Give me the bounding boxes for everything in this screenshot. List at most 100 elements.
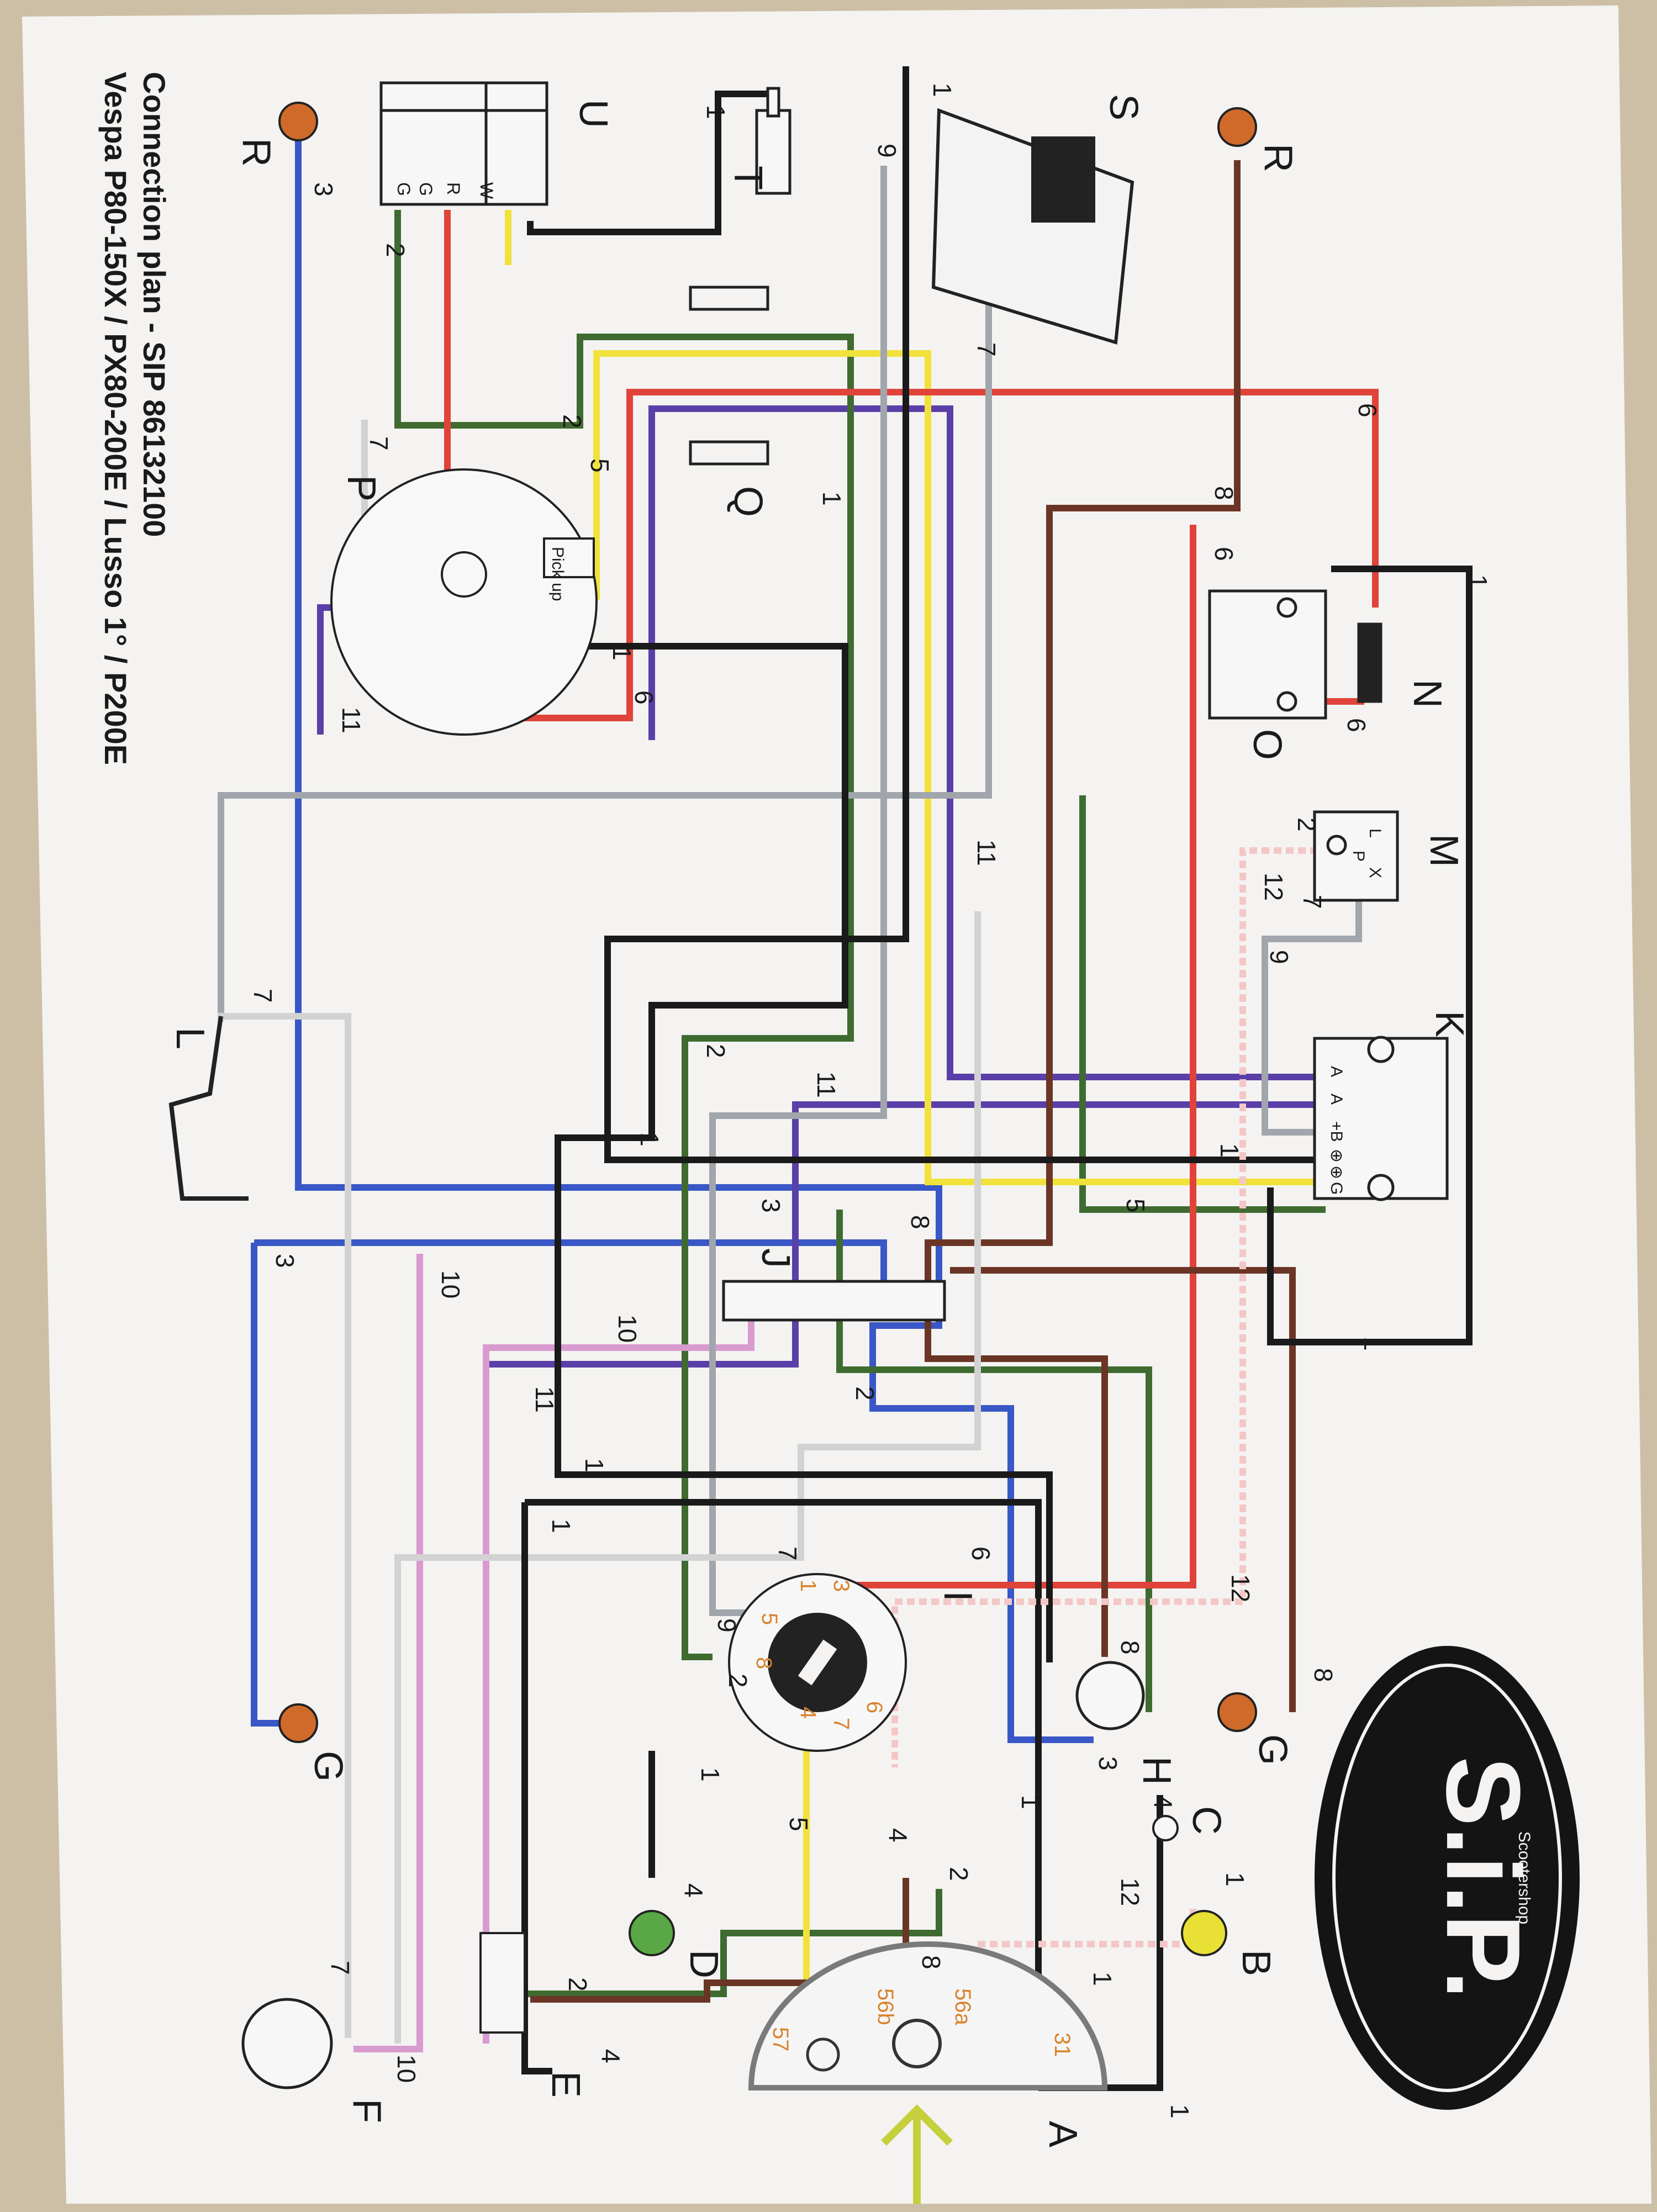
label-u: U <box>571 99 615 128</box>
wire-num-2f: 2 <box>724 1673 752 1688</box>
wire-num-7b: 7 <box>972 342 1001 357</box>
spark-plug-t <box>755 87 791 195</box>
wire-num-7a: 7 <box>365 436 393 451</box>
label-h: H <box>1134 1756 1179 1785</box>
ign-terminal-8: 8 <box>752 1657 776 1669</box>
label-q: Q <box>726 486 770 517</box>
wire-num-2a: 2 <box>381 243 410 257</box>
wire-num-3c: 3 <box>271 1254 299 1268</box>
k-terminal-5: ⊕ <box>1327 1165 1345 1179</box>
u-terminal-2: G <box>416 182 436 196</box>
rear-light-e <box>479 1932 526 2034</box>
label-o: O <box>1245 729 1289 760</box>
stop-switch-f <box>241 1998 333 2089</box>
ign-terminal-7: 7 <box>829 1718 853 1730</box>
head-terminal-56b: 56b <box>873 1988 898 2025</box>
wire-num-1b: 1 <box>928 83 957 97</box>
title-line-2: Vespa P80-150X / PX80-200E / Lusso 1° / … <box>98 72 133 765</box>
battery-o <box>1208 589 1327 720</box>
wire-num-2e: 2 <box>851 1386 879 1401</box>
label-e: E <box>543 2071 588 2098</box>
wire-num-1j: 1 <box>547 1519 576 1533</box>
wire-num-2b: 2 <box>558 414 587 429</box>
terminal-labels: Pick up G G R W A A +B ⊕ ⊕ G L P X 1 3 5… <box>394 182 1384 2057</box>
wire-num-11c: 11 <box>812 1071 841 1098</box>
label-g-left: G <box>306 1751 350 1782</box>
head-terminal-31: 31 <box>1050 2032 1074 2057</box>
wire-num-1n: 1 <box>1165 2104 1194 2119</box>
k-terminal-3: +B <box>1327 1121 1345 1142</box>
horn-s <box>931 108 1134 345</box>
ign-terminal-4: 4 <box>796 1707 820 1719</box>
label-d: D <box>682 1950 726 1978</box>
k-terminal-2: A <box>1327 1094 1345 1105</box>
wire-num-1f: 1 <box>635 1132 664 1147</box>
headlight-a <box>748 1941 1108 2090</box>
m-terminal-p: P <box>1349 851 1368 862</box>
wire-num-4a: 4 <box>884 1828 912 1843</box>
sip-logo: S.i.P. Scootershop <box>1315 1646 1580 2110</box>
label-k: K <box>1427 1011 1471 1037</box>
k-terminal-1: A <box>1327 1066 1345 1077</box>
lamp-c-indicator <box>1152 1815 1179 1841</box>
brake-lever-l <box>168 1016 249 1201</box>
m-terminal-x: X <box>1366 867 1384 878</box>
u-terminal-3: R <box>444 182 463 195</box>
wire-num-1a: 1 <box>701 105 730 119</box>
head-terminal-57: 57 <box>768 2027 793 2052</box>
wire-num-1l: 1 <box>1016 1795 1045 1809</box>
wire-num-6d: 6 <box>630 690 658 705</box>
wire-num-7d: 7 <box>249 989 277 1003</box>
headlight-light-arrow <box>881 2104 953 2204</box>
wire-num-5b: 5 <box>1121 1199 1150 1213</box>
m-terminal-l: L <box>1366 828 1384 838</box>
label-c: C <box>1184 1806 1228 1835</box>
ign-terminal-3: 3 <box>829 1580 853 1592</box>
sip-logo-subtext: Scootershop <box>1515 1831 1533 1924</box>
wire-pink <box>353 1254 754 2052</box>
cdi-unit-u <box>379 81 548 206</box>
wire-num-2d: 2 <box>701 1044 730 1058</box>
component-labels: U T S Q P N O M K L J I H C B D A E F R … <box>168 94 1471 2147</box>
lamp-g-left <box>278 1703 318 1743</box>
regulator-k <box>1313 1036 1449 1201</box>
stator-p <box>330 468 598 736</box>
label-l: L <box>168 1027 212 1049</box>
wire-green <box>394 210 1326 1997</box>
connector-q <box>689 286 769 466</box>
ign-terminal-6: 6 <box>862 1701 886 1713</box>
title-line-1: Connection plan - SIP 86132100 <box>137 72 172 537</box>
fuse-n <box>1357 622 1382 703</box>
wire-num-1m: 1 <box>1088 1972 1117 1986</box>
wire-num-2c: 2 <box>1292 817 1321 832</box>
label-j: J <box>753 1248 798 1268</box>
wire-num-11b: 11 <box>972 840 1001 866</box>
wire-num-1d: 1 <box>608 646 636 661</box>
label-g-right: G <box>1250 1734 1295 1765</box>
k-terminal-6: G <box>1327 1182 1345 1195</box>
u-terminal-4: W <box>477 182 497 199</box>
wire-num-9b: 9 <box>1265 950 1294 964</box>
wire-num-6a: 6 <box>1353 403 1382 418</box>
wire-num-9a: 9 <box>873 144 901 158</box>
wire-num-3d: 3 <box>1094 1756 1122 1771</box>
wire-num-8a: 8 <box>1210 486 1238 500</box>
wire-num-1g: 1 <box>1215 1143 1244 1158</box>
lamp-g-right <box>1217 1692 1257 1732</box>
label-i: I <box>936 1591 980 1602</box>
wire-blue <box>251 138 1094 1743</box>
wire-num-10a: 10 <box>436 1270 465 1298</box>
wire-num-12a: 12 <box>1259 873 1288 901</box>
lamp-b-yellow <box>1181 1910 1227 1956</box>
wire-num-12b: 12 <box>1226 1574 1255 1602</box>
wire-num-10b: 10 <box>613 1314 642 1343</box>
lamp-r-left <box>278 102 318 141</box>
wire-num-2h: 2 <box>563 1977 592 1992</box>
pickup-label: Pick up <box>548 547 567 601</box>
wire-num-10c: 10 <box>392 2055 421 2083</box>
wire-num-1e: 1 <box>817 492 846 506</box>
ign-terminal-1: 1 <box>796 1580 820 1592</box>
wire-grey <box>218 155 1362 1616</box>
